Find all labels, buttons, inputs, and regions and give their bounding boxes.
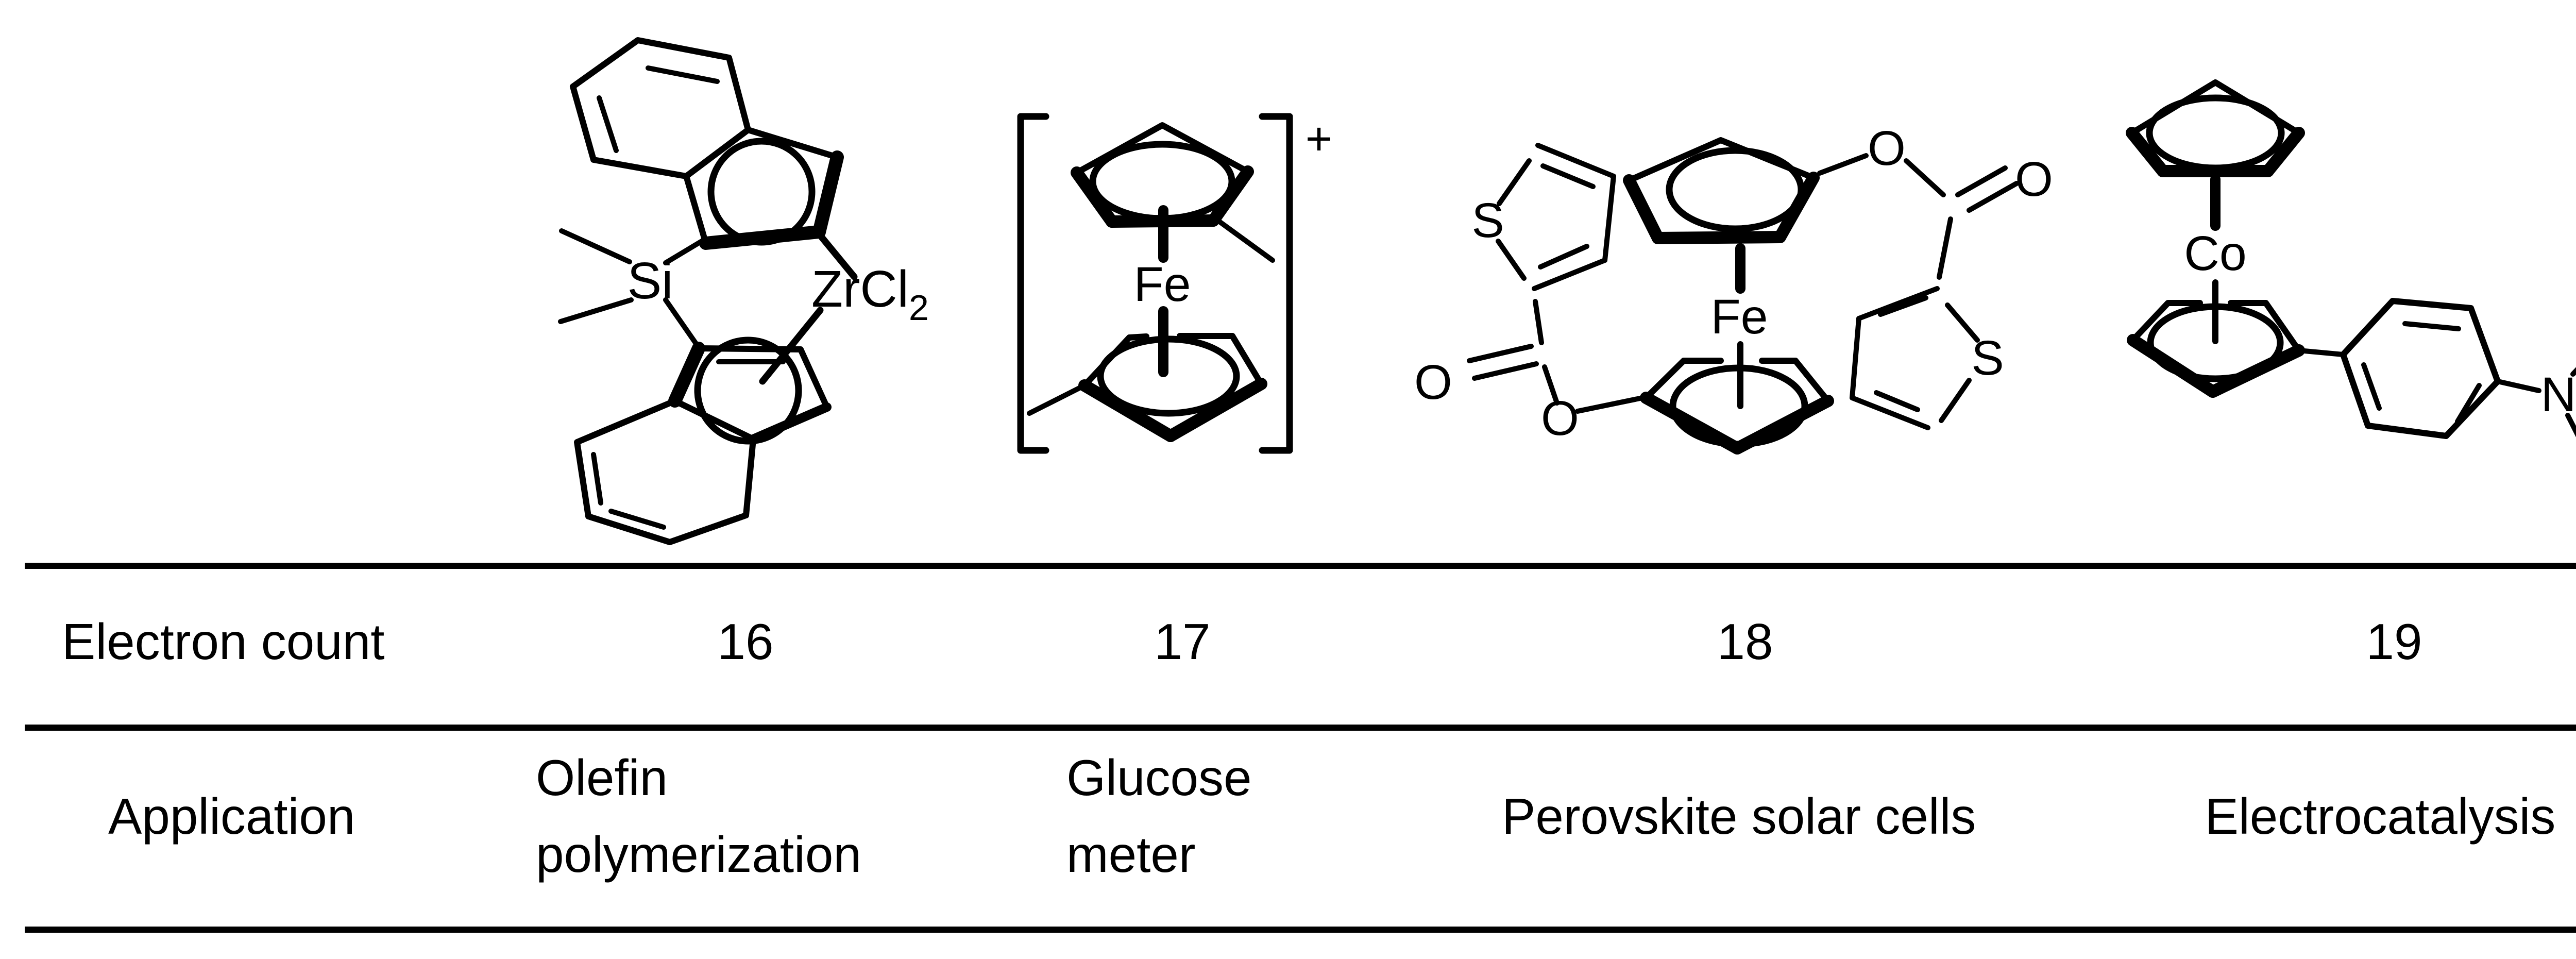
application-perovskite-solar-cells: Perovskite solar cells <box>1502 741 1991 891</box>
bracket-left <box>1017 113 1049 454</box>
atom-label-fe: Fe <box>1134 257 1191 312</box>
thiophene-left: S <box>1471 143 1616 291</box>
atom-label-s: S <box>1971 331 2004 385</box>
methyl-bond-down <box>2565 413 2576 438</box>
aromatic-circle <box>694 337 802 445</box>
row-label-text: Electron count <box>62 613 385 670</box>
aromatic-circle <box>2146 94 2285 172</box>
cp-ring-bottom <box>1640 358 1834 455</box>
atom-label-s: S <box>1471 193 1504 248</box>
aromatic-circle <box>1666 147 1805 232</box>
application-text: Glucose meter <box>1066 749 1252 883</box>
application-text: Perovskite solar cells <box>1502 787 1976 845</box>
structure-18-ferrocene-diester: S O O Fe <box>1414 121 2053 455</box>
aromatic-circle <box>2147 303 2284 382</box>
structures-figure: Si ZrCl2 + <box>558 37 2576 545</box>
structure-17-ferrocenium: + Fe <box>1017 113 1333 454</box>
aromatic-circle <box>707 138 816 246</box>
row-label-application: Application <box>108 741 531 891</box>
application-glucose-meter: Glucose meter <box>1066 741 1334 891</box>
dimethylamino-group: N <box>2495 367 2576 438</box>
electron-count-value-16: 16 <box>668 581 823 702</box>
indenyl-top-cp-ring <box>683 127 844 250</box>
table-rule-bottom <box>25 927 2576 933</box>
aromatic-circle <box>1669 364 1808 448</box>
electron-count-value-17: 17 <box>1105 581 1260 702</box>
atom-label-o: O <box>1541 391 1579 446</box>
electron-count-value-19: 19 <box>2317 581 2471 702</box>
atom-label-o: O <box>1414 355 1452 410</box>
structure-19-cobaltocene: Co N <box>2126 79 2576 439</box>
charge-plus: + <box>1306 113 1333 165</box>
table-rule-top <box>25 563 2576 569</box>
value-text: 18 <box>1717 613 1773 670</box>
indenyl-bottom-benzene-ring <box>574 398 756 545</box>
value-text: 19 <box>2366 613 2422 670</box>
structure-16-zirconocene: Si ZrCl2 <box>558 37 929 545</box>
methyl-bond <box>1027 383 1087 416</box>
application-olefin-polymerization: Olefin polymerization <box>536 741 963 891</box>
value-text: 16 <box>717 613 774 670</box>
atom-label-o: O <box>2015 152 2053 207</box>
zrcl2-bonds: ZrCl2 <box>759 229 929 385</box>
cp-ring-bottom <box>2127 300 2305 398</box>
application-text: Olefin polymerization <box>536 749 861 883</box>
atom-label-zrcl2: ZrCl2 <box>811 260 929 328</box>
value-text: 17 <box>1154 613 1211 670</box>
cp-ring-top <box>1623 137 1820 244</box>
cp-ring-bottom <box>1027 333 1267 442</box>
cp-ring-top <box>2126 79 2305 177</box>
atom-label-o: O <box>1868 121 1906 176</box>
ester-left: O O <box>1414 299 1645 446</box>
methyl-bond-up <box>559 228 632 264</box>
silicon-bridge: Si <box>558 228 704 350</box>
atom-label-n: N <box>2541 367 2576 422</box>
row-label-text: Application <box>108 787 355 845</box>
atom-label-co: Co <box>2184 226 2246 281</box>
row-label-electron-count: Electron count <box>62 581 526 702</box>
aromatic-circle <box>1097 335 1240 417</box>
cp-aryl-bond <box>2296 348 2346 357</box>
indenyl-bottom-cp-ring <box>668 337 832 445</box>
thiophene-right: S <box>1850 286 2004 430</box>
table-rule-middle <box>25 725 2576 731</box>
electron-count-value-18: 18 <box>1668 581 1822 702</box>
cp-ring-top <box>1071 122 1275 263</box>
methyl-bond <box>1213 216 1275 263</box>
bracket-right <box>1259 113 1293 454</box>
application-electrocatalysis: Electrocatalysis <box>2148 741 2576 891</box>
methyl-bond-down <box>558 297 634 324</box>
ester-right: O O <box>1817 121 2053 280</box>
atom-label-fe: Fe <box>1711 290 1768 344</box>
phenylene-ring <box>2340 298 2501 439</box>
atom-label-si: Si <box>628 252 673 310</box>
application-text: Electrocatalysis <box>2205 787 2556 845</box>
